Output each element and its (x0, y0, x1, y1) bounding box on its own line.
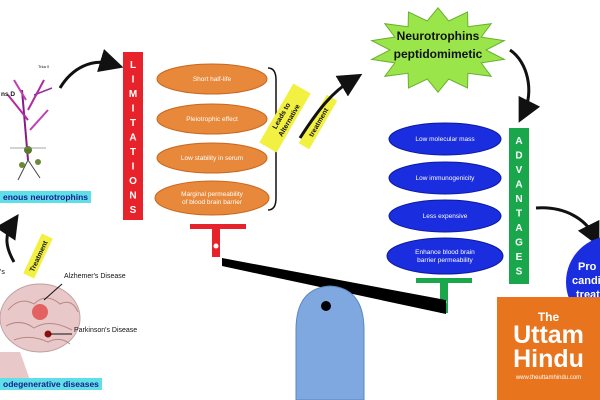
limitation-item-2: Pleiotrophic effect (186, 116, 238, 123)
neuron-tag-left: ns D (1, 91, 15, 98)
right-pan-plate (416, 278, 472, 283)
arrow-to-peptidomimetic (298, 73, 363, 139)
arrow-to-advantages (509, 48, 541, 123)
peptidomimetic-line1: Neurotrophins (397, 29, 480, 43)
advantage-item-1: Low molecular mass (415, 136, 475, 143)
left-pan-stem (212, 229, 220, 257)
uttam-hindu-logo: The Uttam Hindu www.theuttamhindu.com (497, 297, 600, 400)
limitations-letter: I (132, 75, 135, 86)
peptidomimetic-line2: peptidomimetic (394, 47, 483, 61)
alzheimers-pointer (43, 283, 63, 301)
left-pan-dot (213, 243, 219, 249)
limitations-letter: A (129, 133, 136, 144)
promising-line2: candi (572, 275, 600, 287)
limitations-letter: M (129, 89, 137, 100)
limitations-bar (123, 52, 143, 220)
limitation-item-3: Low stability in serum (181, 155, 243, 162)
neurotrophins-banner: enous neurotrophins (0, 191, 91, 203)
advantages-letter: V (516, 165, 523, 176)
limitations-letter: S (130, 205, 137, 216)
advantages-letter: A (515, 180, 522, 191)
limitations-letter: T (130, 147, 136, 158)
limitation-ellipse-1 (156, 63, 268, 95)
advantages-letter: A (515, 223, 522, 234)
logo-hindu: Hindu (513, 345, 584, 373)
degenerative-banner: odegenerative diseases (0, 378, 102, 390)
advantage-item-2: Low immunogenicity (416, 175, 476, 182)
advantage-ellipse-1 (388, 122, 502, 156)
advantage-ellipse-4 (386, 237, 504, 275)
parkinsons-label: Parkinson's Disease (74, 327, 137, 334)
advantages-letter: N (515, 194, 522, 205)
alzheimers-label: Alzhemer's Disease (64, 273, 126, 280)
neuron-illustration (7, 79, 53, 181)
right-pan-stem (440, 283, 448, 313)
promising-line1: Pro (578, 261, 597, 273)
left-pan-plate (190, 224, 246, 229)
advantages-bar (509, 128, 529, 284)
logo-the: The (537, 310, 560, 324)
advantage-item-3: Less expensive (423, 213, 468, 220)
alzheimers-cut-label: 's (0, 269, 5, 276)
limitation-ellipse-4 (154, 180, 270, 216)
arrow-to-promising (535, 206, 600, 247)
limitation-ellipse-3 (156, 142, 268, 174)
arrow-to-limitations (58, 49, 124, 89)
limitation-ellipse-2 (156, 103, 268, 135)
limitations-letter: I (132, 162, 135, 173)
limitations-letter: O (129, 176, 137, 187)
advantage-ellipse-3 (388, 199, 502, 233)
advantage-ellipse-2 (388, 161, 502, 195)
limitations-letter: N (129, 191, 136, 202)
logo-url: www.theuttamhindu.com (515, 375, 582, 381)
advantages-letter: T (516, 209, 522, 220)
neuron-tag-top: Trka 0 (38, 64, 50, 69)
advantages-letter: S (516, 267, 523, 278)
fulcrum-pivot (321, 301, 331, 311)
limitations-letter: I (132, 104, 135, 115)
arrow-treatment (0, 214, 19, 263)
advantages-letter: D (515, 151, 522, 162)
limitations-letter: T (130, 118, 136, 129)
peptidomimetic-starburst (370, 7, 506, 93)
limitations-letter: L (130, 60, 136, 71)
alzheimers-label-text: Alzhemer's Disease (64, 273, 126, 280)
advantages-letter: A (515, 136, 522, 147)
advantages-letter: E (516, 252, 523, 263)
logo-uttam: Uttam (513, 321, 584, 349)
advantages-letter: G (515, 238, 523, 249)
treatment-tag: Treatment (23, 233, 53, 279)
brain-illustration (0, 283, 81, 380)
limitation-item-1: Short half-life (193, 76, 232, 83)
balance-fulcrum (295, 285, 365, 400)
